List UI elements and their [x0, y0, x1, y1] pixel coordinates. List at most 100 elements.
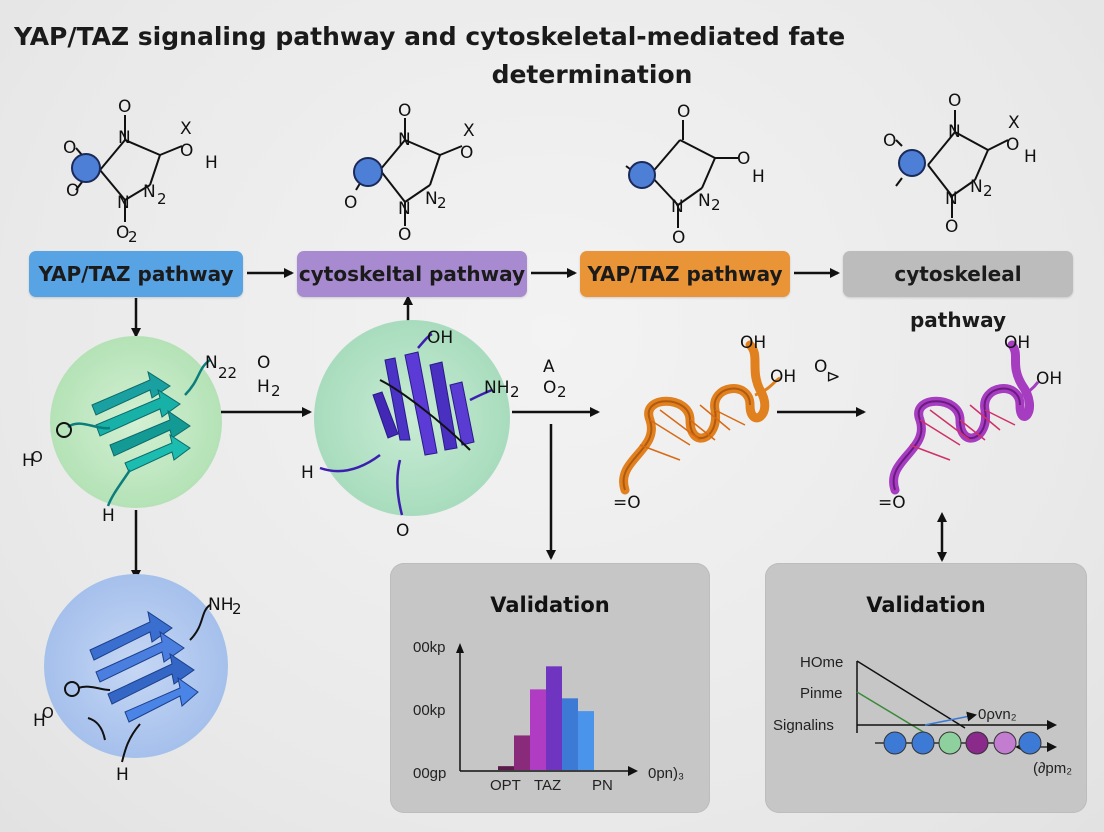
- reaction-label: A: [543, 357, 555, 377]
- molecule-2-atom: N: [425, 189, 438, 209]
- protein-4-atom: OH: [1004, 333, 1030, 353]
- molecule-1-atom: 2: [157, 190, 167, 208]
- bar: [530, 689, 546, 770]
- title-line-1: YAP/TAZ signaling pathway and cytoskelet…: [14, 22, 846, 51]
- x-tick: TAZ: [534, 777, 561, 794]
- reaction-label: O: [814, 357, 827, 377]
- protein-1-atom: 22: [218, 364, 237, 382]
- molecule-1-atom: H: [205, 153, 218, 173]
- bar: [578, 711, 594, 770]
- molecule-4-atom: O: [948, 91, 961, 111]
- protein-3-atom: OH: [770, 367, 796, 387]
- molecule-3-atom: O: [677, 102, 690, 122]
- protein-1-atom: H: [102, 506, 115, 526]
- protein-1-atom: 2: [271, 382, 281, 400]
- x-axis-label: 0pn)₃: [648, 765, 684, 782]
- protein-2-labels: OH NH 2 H O: [301, 328, 520, 541]
- diagram-label: HOme: [800, 654, 843, 671]
- molecule-1-atom: O: [63, 138, 76, 158]
- molecule-4-atom: N: [948, 122, 961, 142]
- protein-3-atom: OH: [740, 333, 766, 353]
- molecule-2-atom: X: [463, 121, 475, 141]
- title-line-2: determination: [491, 60, 693, 89]
- molecule-2-atom: O: [398, 101, 411, 121]
- molecule-1-atom: N: [118, 128, 131, 148]
- protein-1-atom: O: [257, 353, 270, 373]
- molecule-2-atom: N: [398, 199, 411, 219]
- protein-5: [44, 574, 228, 763]
- protein-5-atom: O: [42, 704, 54, 722]
- molecule-3-atom: O: [737, 149, 750, 169]
- molecule-2-atom: O: [344, 193, 357, 213]
- pathway-box-cytoskeletal-1: cytoskeltal pathway: [297, 251, 527, 297]
- molecule-3: [625, 120, 738, 228]
- bar: [514, 735, 530, 770]
- molecule-2-atom: O: [398, 225, 411, 245]
- protein-1-labels: N 22 O H 2 O H H: [22, 353, 281, 526]
- molecule-2-labels: O N X O O N N 2 O O: [344, 101, 475, 245]
- molecule-2-atom: N: [398, 130, 411, 150]
- protein-4-atom: OH: [1036, 369, 1062, 389]
- bar: [562, 698, 578, 770]
- protein-2-atom: O: [396, 521, 409, 541]
- validation-panel-bar: Validation 00kp 00kp 00gp OPT TAZ PN 0pn…: [390, 563, 710, 813]
- y-tick: 00gp: [413, 765, 446, 782]
- bars: [498, 666, 594, 770]
- diagram-node: [1018, 731, 1042, 755]
- reaction-label: 2: [557, 383, 567, 401]
- protein-4: [889, 340, 1040, 495]
- validation-panel-diagram: Validation HOme Pinme Signalins 0ρvn₂ (∂…: [765, 563, 1087, 813]
- molecule-4-atom: X: [1008, 113, 1020, 133]
- protein-2-atom: NH: [484, 378, 510, 398]
- y-tick: 00kp: [413, 702, 446, 719]
- protein-5-atom: 2: [232, 600, 242, 618]
- molecule-1: [71, 115, 183, 222]
- diagram-nodes: [883, 731, 1042, 755]
- box-arrows: [131, 268, 840, 338]
- protein-2-atom: 2: [510, 383, 520, 401]
- validation-title: Validation: [866, 593, 986, 617]
- molecule-4-labels: O N X O H O N N 2 O: [883, 91, 1037, 237]
- diagram-annotation: (∂pm₂: [1033, 760, 1072, 777]
- reaction-labels: A O 2 O ⊳: [543, 357, 840, 401]
- protein-1-atom: H: [22, 451, 35, 471]
- molecule-2: [353, 118, 463, 226]
- pathway-box-yap-taz-2: YAP/TAZ pathway: [580, 251, 790, 297]
- molecule-1-labels: O N X O H O N N 2 O O 2: [63, 97, 218, 246]
- molecule-4-atom: H: [1024, 147, 1037, 167]
- molecule-3-atom: N: [671, 197, 684, 217]
- protein-3-labels: OH OH =O: [613, 333, 796, 513]
- molecule-1-atom: O: [116, 223, 129, 243]
- molecule-1-atom: N: [143, 182, 156, 202]
- molecule-1-atom: N: [117, 193, 130, 213]
- x-tick: PN: [592, 777, 613, 794]
- protein-5-atom: NH: [208, 595, 234, 615]
- protein-4-labels: OH OH =O: [878, 333, 1062, 513]
- molecule-4-atom: N: [970, 177, 983, 197]
- molecule-1-atom: 2: [128, 228, 138, 246]
- protein-5-labels: NH 2 O H H: [33, 595, 242, 785]
- protein-1-atom: O: [31, 448, 43, 466]
- molecule-4-atom: N: [945, 189, 958, 209]
- protein-2-atom: H: [301, 463, 314, 483]
- molecule-4-atom: O: [883, 131, 896, 151]
- diagram-node: [993, 731, 1017, 755]
- protein-1: [50, 336, 222, 508]
- molecule-4: [895, 110, 1009, 218]
- molecule-1-atom: O: [118, 97, 131, 117]
- diagram-node: [965, 731, 989, 755]
- protein-2: [314, 320, 510, 516]
- protein-4-atom: =O: [878, 493, 906, 513]
- molecule-3-atom: 2: [711, 196, 721, 214]
- pathway-box-cytoskeletal-2: cytoskeleal pathway: [843, 251, 1073, 332]
- protein-2-atom: OH: [427, 328, 453, 348]
- protein-1-atom: H: [257, 377, 270, 397]
- diagram-label: Pinme: [800, 685, 843, 702]
- molecule-1-atom: O: [66, 181, 79, 201]
- reaction-label: O: [543, 378, 556, 398]
- pathway-box-yap-taz-1: YAP/TAZ pathway: [29, 251, 243, 297]
- validation-bar-chart: 00kp 00kp 00gp OPT TAZ PN 0pn)₃: [413, 639, 684, 794]
- molecule-3-atom: N: [698, 191, 711, 211]
- diagram-node: [938, 731, 962, 755]
